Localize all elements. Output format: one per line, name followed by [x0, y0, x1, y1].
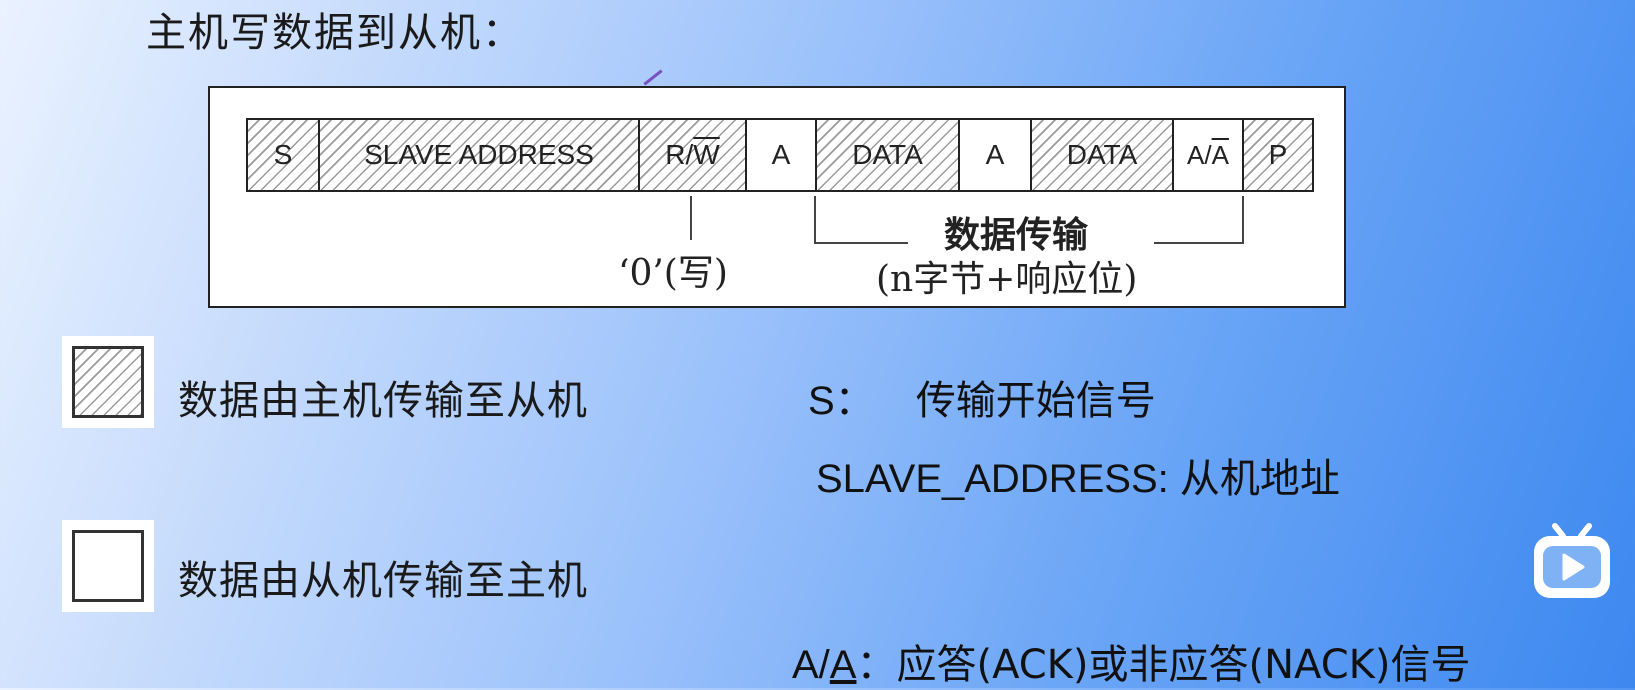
- frame-cell-ack: A: [747, 120, 817, 190]
- definition-ack: A/A：应答(ACK)或非应答(NACK)信号: [792, 632, 1470, 690]
- transfer-bracket-right-arm: [1154, 242, 1244, 244]
- definition-key: S：: [808, 379, 875, 423]
- rw-value-label: ‘0’(写): [618, 253, 728, 294]
- definition-desc: 从机地址: [1179, 456, 1340, 502]
- frame-cell-ack-nack: A/A: [1174, 120, 1244, 190]
- frame-cell-label: S: [273, 139, 293, 170]
- legend-master-to-slave: 数据由主机传输至从机: [178, 378, 588, 424]
- frame-cell-data: DATA: [817, 120, 960, 190]
- rw-pointer-line: [690, 196, 692, 240]
- frame-sequence: S SLAVE ADDRESS R/W A DATA A DATA A/A P: [246, 118, 1314, 192]
- transfer-bracket-right: [1242, 196, 1244, 244]
- definition-start: S： 传输开始信号: [808, 368, 1156, 426]
- transfer-bracket-left-arm: [814, 242, 908, 244]
- pen-stroke-mark: [643, 69, 663, 86]
- frame-cell-rw: R/W: [640, 120, 747, 190]
- page-title: 主机写数据到从机：: [146, 10, 524, 56]
- definition-desc: ：应答(ACK)或非应答(NACK)信号: [856, 642, 1471, 688]
- frame-cell-label: DATA: [852, 139, 923, 170]
- definition-desc: 传输开始信号: [915, 378, 1156, 424]
- frame-cell-slave-address: SLAVE ADDRESS: [320, 120, 640, 190]
- frame-cell-start: S: [248, 120, 320, 190]
- definition-key-underlined: A: [829, 643, 857, 687]
- frame-cell-label: A: [771, 139, 791, 170]
- transfer-bracket-left: [814, 196, 816, 244]
- frame-cell-label-overlined: W: [693, 139, 720, 170]
- frame-cell-stop: P: [1244, 120, 1314, 190]
- frame-cell-ack: A: [960, 120, 1032, 190]
- transfer-detail: (n字节+响应位): [876, 259, 1138, 300]
- frame-cell-label: P: [1268, 139, 1288, 170]
- frame-cell-data: DATA: [1032, 120, 1174, 190]
- legend-plain-swatch: [62, 520, 154, 612]
- plain-pattern: [72, 530, 144, 602]
- frame-cell-label: A: [985, 139, 1005, 170]
- tv-play-icon[interactable]: [1531, 522, 1613, 602]
- legend-slave-to-master: 数据由从机传输至主机: [178, 558, 588, 604]
- legend-hatched-swatch: [62, 336, 154, 428]
- definition-key: SLAVE_ADDRESS:: [816, 457, 1169, 501]
- frame-cell-label-overlined: A: [1211, 139, 1229, 170]
- frame-cell-label: R/: [665, 139, 694, 170]
- protocol-diagram: S SLAVE ADDRESS R/W A DATA A DATA A/A P: [208, 86, 1346, 308]
- definition-slave-address: SLAVE_ADDRESS: 从机地址: [816, 446, 1340, 504]
- frame-cell-label: A/: [1187, 139, 1212, 170]
- frame-cell-label: SLAVE ADDRESS: [364, 139, 594, 170]
- transfer-title: 数据传输: [944, 214, 1089, 256]
- definition-key: A/: [792, 643, 830, 687]
- frame-cell-label: DATA: [1066, 139, 1138, 170]
- hatched-pattern: [72, 346, 144, 418]
